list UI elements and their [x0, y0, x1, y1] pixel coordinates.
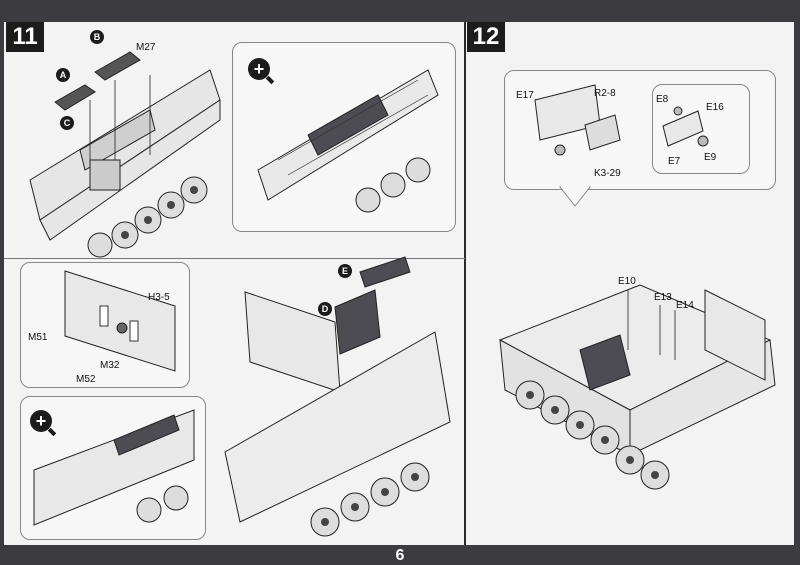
part-label-m27: M27: [136, 42, 156, 53]
hull-drawing-step11-assembly: [224, 256, 451, 537]
part-label-a: A: [56, 68, 70, 82]
part-label-e10: E10: [618, 276, 636, 287]
part-label-e14: E14: [676, 300, 694, 311]
part-label-e9: E9: [704, 152, 717, 163]
part-label-e8: E8: [656, 94, 669, 105]
magnifier-plus-icon: +: [30, 410, 52, 432]
callout-pointer: [558, 186, 592, 207]
part-label-e13: E13: [654, 292, 672, 303]
part-label-h3-5: H3-5: [148, 292, 170, 303]
hull-drawing-step11-zoom: [257, 69, 439, 213]
hull-drawing-step11-main: [29, 51, 221, 258]
hull-drawing-step12-main: [498, 284, 776, 490]
vertical-divider: [464, 22, 466, 545]
part-label-r2-8: R2-8: [594, 88, 616, 99]
part-label-d: D: [318, 302, 332, 316]
part-label-e16: E16: [706, 102, 724, 113]
horizontal-divider: [4, 258, 465, 259]
part-label-m51: M51: [28, 332, 48, 343]
part-label-e7: E7: [668, 156, 681, 167]
page-number: 6: [395, 547, 405, 564]
part-label-e17: E17: [516, 90, 534, 101]
callout-parts-right: [662, 106, 709, 147]
step-11-badge: 11: [6, 22, 44, 52]
callout-parts-left: [534, 84, 621, 156]
part-label-m32: M32: [100, 360, 120, 371]
part-label-c: C: [60, 116, 74, 130]
plate-drawing: [64, 270, 176, 372]
part-label-m52: M52: [76, 374, 96, 385]
step-12-badge: 12: [467, 22, 505, 52]
part-label-b: B: [90, 30, 104, 44]
magnifier-plus-icon: +: [248, 58, 270, 80]
part-label-e: E: [338, 264, 352, 278]
part-label-k3-29: K3-29: [594, 168, 621, 179]
hull-drawing-step11-zoom2: [33, 409, 195, 526]
